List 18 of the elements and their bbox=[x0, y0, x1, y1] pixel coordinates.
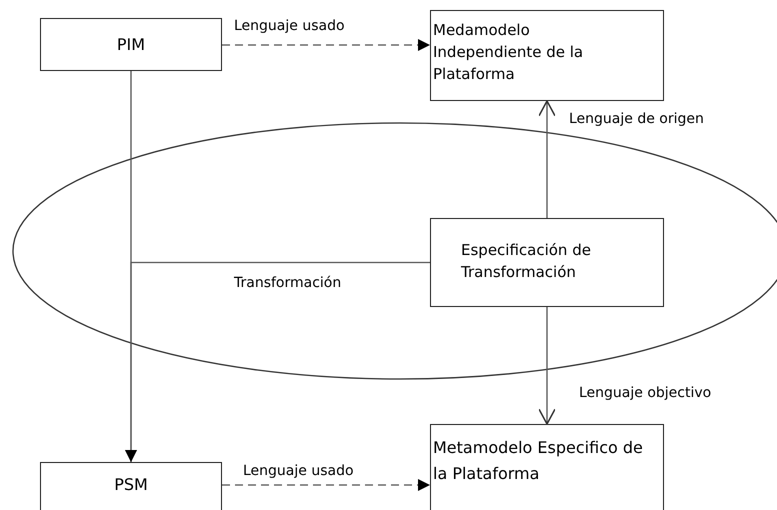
process-box bbox=[430, 218, 664, 307]
dashed-arrow bbox=[222, 479, 430, 491]
arrow bbox=[538, 100, 556, 218]
edge-label: Lenguaje usado bbox=[242, 462, 355, 480]
process-box bbox=[40, 18, 222, 71]
process-box bbox=[430, 10, 664, 101]
edge-label: Lenguaje de origen bbox=[568, 110, 705, 128]
edge-label: Lenguaje objectivo bbox=[578, 384, 712, 402]
box-text: Metamodelo Especifico de la Plataforma bbox=[433, 437, 644, 485]
arrow bbox=[125, 262, 430, 462]
edge-label: Lenguaje usado bbox=[233, 17, 346, 35]
box-text: PIM bbox=[116, 34, 146, 56]
box-text: Especificación de Transformación bbox=[461, 240, 592, 283]
box-text: Medamodelo Independiente de la Plataforma bbox=[433, 20, 584, 85]
process-box bbox=[430, 424, 664, 510]
dashed-arrow bbox=[222, 39, 430, 51]
box-text: PSM bbox=[114, 474, 148, 496]
arrow bbox=[538, 307, 556, 425]
